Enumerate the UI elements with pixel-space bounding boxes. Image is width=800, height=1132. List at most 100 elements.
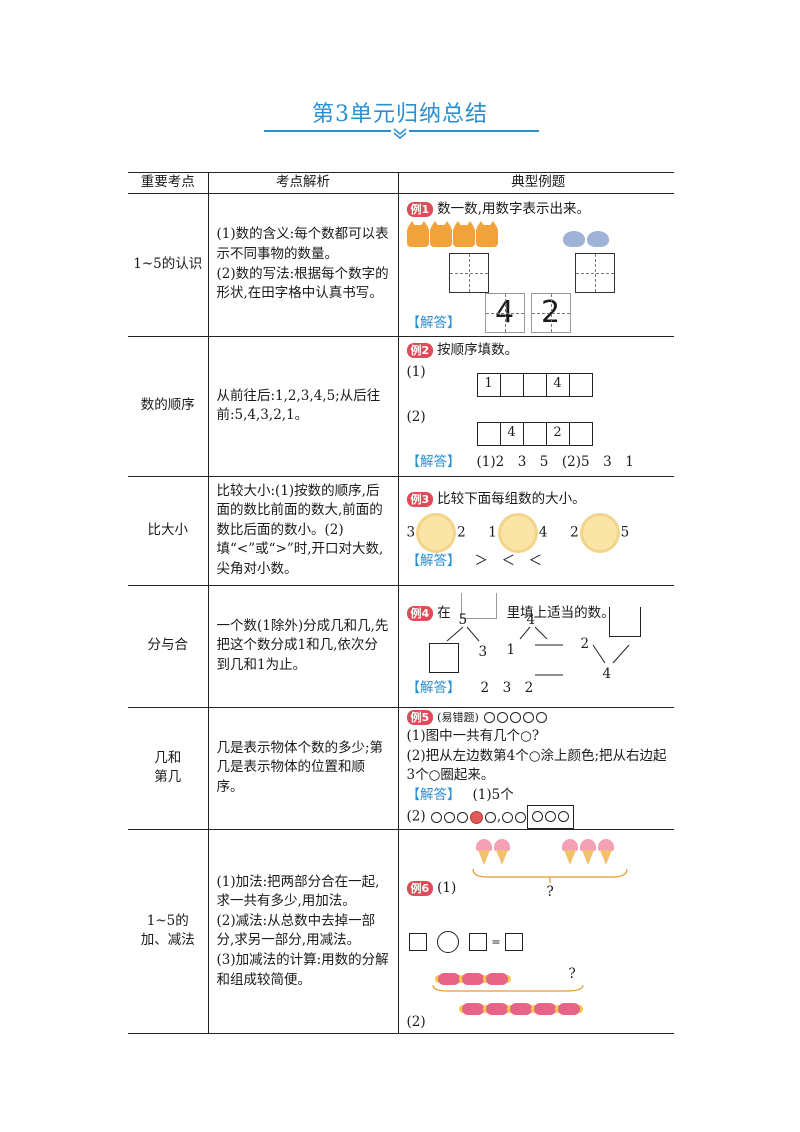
summary-table: 重要考点 考点解析 典型例题 1~5的认识 (1)数的含义:每个数都可以表示不同… [128, 172, 674, 1034]
blank-circle [436, 931, 459, 954]
mouse-icon [587, 231, 610, 248]
example: ? 例6(1) = ? (2) [398, 829, 674, 1034]
blank-cloud [582, 515, 617, 550]
writing-grid [448, 253, 489, 294]
mouse-icon [563, 231, 586, 248]
analysis: 一个数(1除外)分成几和几,先把这个数分成1和几,依次分到几和1为止。 [208, 585, 399, 708]
bond-lines [446, 626, 629, 676]
ice-cream-icon [562, 839, 579, 866]
answer-text: (1)2 3 5 (2)5 3 1 [476, 454, 634, 471]
answer-text: 2 3 2 [480, 680, 534, 697]
equation-blanks: = [408, 931, 523, 954]
chevron-down-icon [391, 126, 409, 140]
blank-box [469, 933, 488, 952]
blank-cloud [419, 515, 454, 550]
brace-lines [431, 985, 584, 993]
table-row: 几和第几 几是表示物体个数的多少;第几是表示物体的位置和顺序。 例5(易错题) … [128, 707, 674, 830]
analysis: 比较大小:(1)按数的顺序,后面的数比前面的数大,前面的数比后面的数小。(2)填… [208, 476, 399, 586]
circled-group [527, 805, 575, 829]
example-tag: 例5 [406, 709, 434, 725]
candy-group-bottom [461, 999, 581, 1019]
example-tag: 例6 [406, 881, 434, 897]
animal-picture [406, 221, 671, 251]
cat-icon [452, 221, 475, 248]
answer-text: ＞ ＜ ＜ [474, 552, 543, 569]
candy-group-top [437, 969, 509, 989]
unit-title: 第3单元 [311, 102, 396, 127]
answer-label: 【解答】 [406, 314, 461, 331]
ice-cream-icon [475, 839, 492, 866]
question-text: (1)图中一共有几个○? [406, 728, 540, 745]
circle-answer: (2) , [407, 805, 671, 829]
candy-icon [437, 972, 460, 985]
answer-digit: 4 [484, 293, 525, 334]
candy-icon [485, 1002, 508, 1015]
header-example: 典型例题 [398, 172, 674, 194]
writing-grid [574, 253, 615, 294]
key-point: 几和第几 [128, 707, 209, 830]
cat-icon [475, 221, 498, 248]
ice-cream-icon [493, 839, 510, 866]
header-analysis: 考点解析 [208, 172, 399, 194]
candy-icon [509, 1002, 532, 1015]
blank-box [504, 933, 523, 952]
key-point: 分与合 [128, 585, 209, 708]
key-point: 比大小 [128, 476, 209, 586]
example-tag: 例2 [406, 343, 434, 359]
blank-box [408, 933, 427, 952]
example-tag: 例3 [406, 492, 434, 507]
cat-icon [429, 221, 452, 248]
example-question: 比较下面每组数的大小。 [437, 491, 586, 507]
example-question: 数一数,用数字表示出来。 [437, 200, 590, 217]
answer-label: 【解答】 [406, 680, 461, 697]
candy-icon [557, 1002, 580, 1015]
analysis: 从前往后:1,2,3,4,5;从后往前:5,4,3,2,1。 [208, 336, 399, 477]
answer-label: 【解答】 [406, 786, 461, 803]
number-bonds: 5 3 4 1 2 4 [407, 607, 671, 682]
candy-icon [485, 972, 508, 985]
page-title: 第3单元归纳总结 [0, 96, 800, 128]
analysis: (1)加法:把两部分合在一起,求一共有多少,用加法。 (2)减法:从总数中去掉一… [208, 829, 399, 1034]
ice-cream-icon [598, 839, 615, 866]
blank-cloud [500, 515, 535, 550]
ice-cream-icon [580, 839, 597, 866]
key-point: 数的顺序 [128, 336, 209, 477]
candy-icon [461, 1002, 484, 1015]
table-row: 1~5的加、减法 (1)加法:把两部分合在一起,求一共有多少,用加法。 (2)减… [128, 829, 674, 1034]
example-question: 按顺序填数。 [437, 342, 519, 359]
analysis: (1)数的含义:每个数都可以表示不同事物的数量。 (2)数的写法:根据每个数字的… [208, 193, 399, 337]
question-label: (1) [406, 363, 426, 380]
icecream-group [475, 839, 616, 872]
candy-icon [461, 972, 484, 985]
candy-icon [533, 1002, 556, 1015]
question-text: (2)把从左边数第4个○涂上颜色;把从右边起3个○圈起来。 [406, 747, 667, 784]
answer-label: 【解答】 [406, 552, 461, 569]
blank-box [460, 593, 497, 620]
table-row: 1~5的认识 (1)数的含义:每个数都可以表示不同事物的数量。 (2)数的写法:… [128, 193, 674, 337]
analysis: 几是表示物体个数的多少;第几是表示物体的位置和顺序。 [208, 707, 399, 830]
header-key-point: 重要考点 [128, 172, 209, 194]
answer-digit: 2 [530, 293, 571, 334]
table-header-row: 重要考点 考点解析 典型例题 [128, 172, 674, 194]
table-row: 分与合 一个数(1除外)分成几和几,先把这个数分成1和几,依次分到几和1为止。 … [128, 585, 674, 708]
example-tag: 例1 [406, 201, 434, 217]
brace-lines [471, 869, 628, 884]
cat-icon [406, 221, 429, 248]
key-point: 1~5的加、减法 [128, 829, 209, 1034]
table-row: 比大小 比较大小:(1)按数的顺序,后面的数比前面的数大,前面的数比后面的数小。… [128, 476, 674, 586]
question-label: (2) [406, 409, 426, 426]
example: 例5(易错题) (1)图中一共有几个○? (2)把从左边数第4个○涂上颜色;把从… [398, 707, 674, 830]
blank-box [608, 607, 641, 638]
example-tag: 例4 [406, 606, 434, 622]
topic-title: 归纳总结 [395, 102, 488, 127]
key-point: 1~5的认识 [128, 193, 209, 337]
colored-circle [469, 810, 483, 824]
